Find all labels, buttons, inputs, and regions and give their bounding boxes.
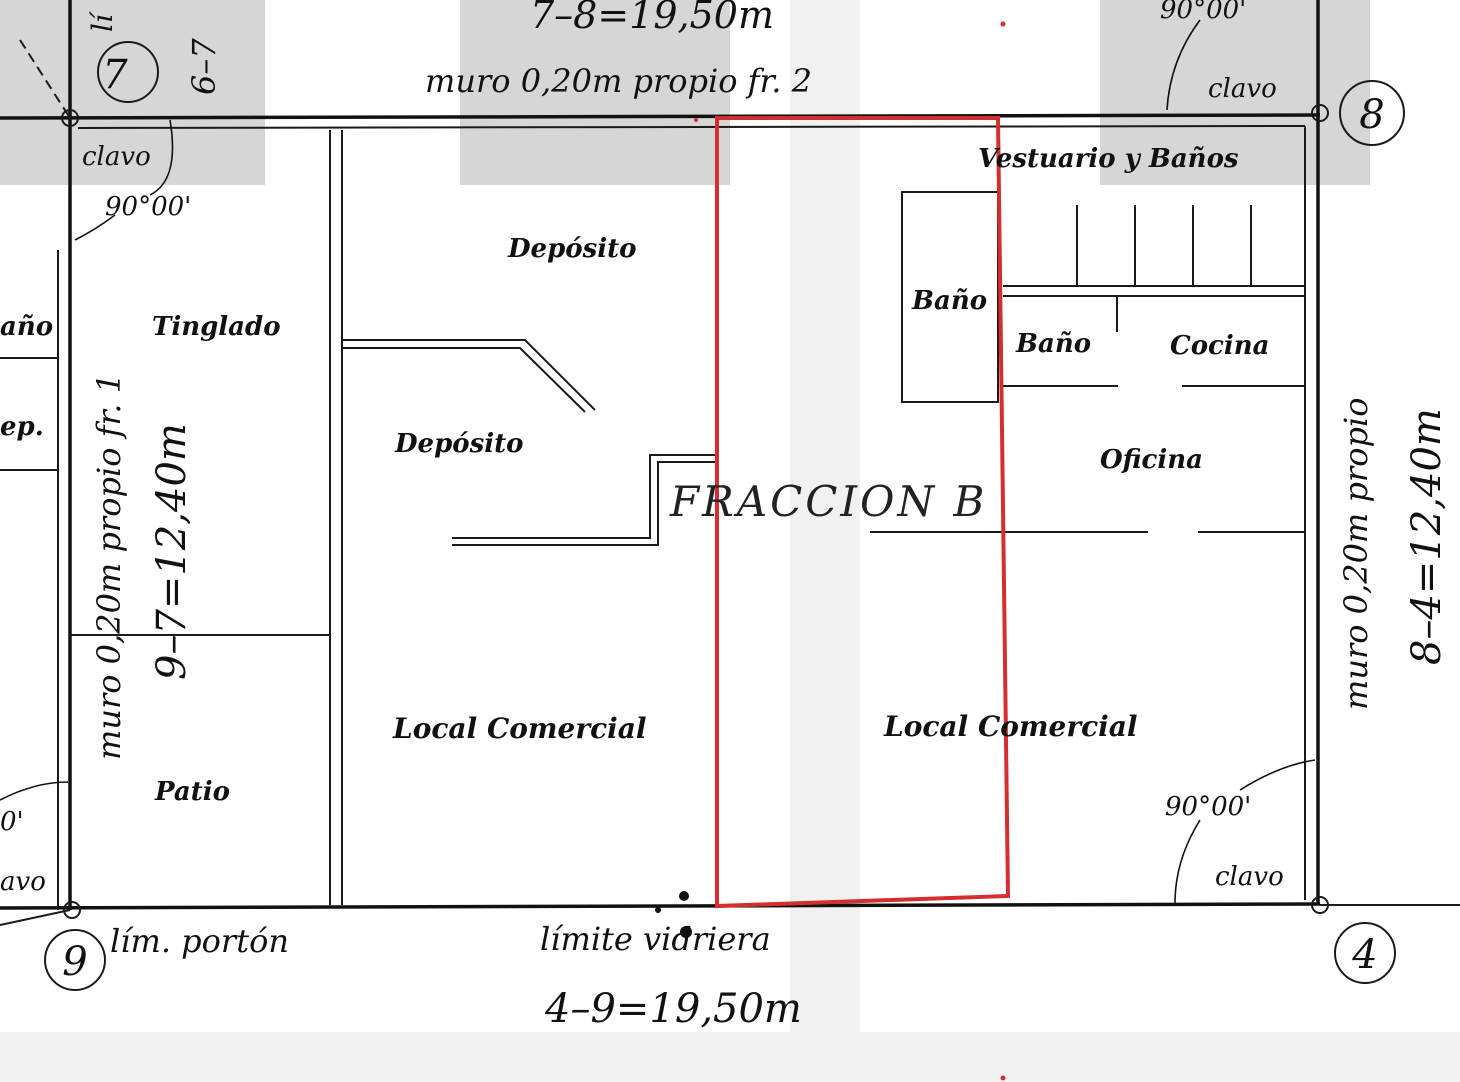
ink-blot-1 [679,891,689,901]
clavo-bottom-left: avo [0,867,46,897]
vertex-label-9: 9 [62,939,87,985]
vertex-point-9 [63,901,81,919]
vertex-circle-4 [1334,922,1396,984]
top-wall-label: muro 0,20m propio fr. 2 [425,62,812,100]
shade-block-mid [460,0,730,185]
room-bano-1: Baño [911,286,987,316]
right-dimension: 8–4=12,40m [1404,408,1450,665]
room-local-comercial-left: Local Comercial [392,712,647,745]
bottom-band [0,1032,1460,1082]
wall-deposito-diag [342,339,596,411]
shade-block-left [0,0,265,185]
vertex-point-4 [1311,896,1329,914]
room-vestuario: Vestuario y Baños [978,144,1239,174]
angle-top-left: 90°00' [105,192,191,222]
vertex-circle-7 [97,41,159,103]
bottom-left-limit: lím. portón [110,922,289,960]
left-wall-label: muro 0,20m propio fr. 1 [90,373,128,760]
bottom-dimension: 4–9=19,50m [544,986,802,1032]
angle-arc-bl [0,781,69,801]
clavo-top-left: clavo [82,142,151,172]
ink-blot-3 [655,907,661,913]
shade-block-right [1100,0,1370,185]
room-deposito-top: Depósito [507,234,636,264]
left-fragment-label-2: lí [86,11,119,32]
left-fragment-label: 6–7 [185,38,223,95]
room-local-comercial-right: Local Comercial [883,710,1138,743]
angle-arrow-br [1174,819,1201,904]
vertex-point-7 [61,109,79,127]
wall-deposito-step [452,454,718,539]
room-left-edge-2: ep. [0,412,44,442]
wall-inner-top [77,125,1306,129]
room-left-edge-1: año [0,312,53,342]
angle-arc-tr [1166,19,1201,111]
bottom-center-limit: límite vidriera [540,920,771,958]
angle-arrow-tl [74,214,116,241]
angle-top-right: 90°00' [1160,0,1246,25]
vertex-label-7: 7 [102,52,128,98]
angle-arc-tl [149,119,174,196]
vertex-point-8 [1311,104,1329,122]
room-cocina: Cocina [1170,331,1270,361]
vertex-circle-8 [1339,80,1405,146]
vertex-circle-9 [44,929,106,991]
angle-bottom-right: 90°00' [1165,792,1251,822]
red-dot-bottom [1000,1075,1006,1081]
angle-bottom-left: 0' [0,807,24,837]
red-dot-top [1000,21,1006,27]
boundary-top [0,113,1321,120]
angle-arc-br [1239,759,1316,791]
room-deposito-mid: Depósito [394,429,523,459]
clavo-bottom-right: clavo [1215,862,1284,892]
room-oficina: Oficina [1100,445,1203,475]
wall-deposito-diag-2 [342,347,586,413]
scan-seam [790,0,860,1032]
ink-blot-2 [680,926,692,938]
clavo-top-right: clavo [1208,74,1277,104]
boundary-bottom [0,902,1321,910]
vertex-label-4: 4 [1351,932,1377,978]
boundary-ext-left [0,909,71,926]
room-bano-2: Baño [1015,329,1091,359]
room-tinglado: Tinglado [152,312,281,342]
room-patio: Patio [154,777,230,807]
fraction-highlight-box [715,116,1011,909]
red-dot-mid [694,118,698,122]
wall-deposito-step-2 [452,461,718,546]
right-wall-label: muro 0,20m propio [1337,398,1375,710]
left-dimension: 9–7=12,40m [149,423,195,680]
vertex-label-8: 8 [1359,92,1384,138]
wall-bano-box [901,191,999,403]
top-dimension: 7–8=19,50m [530,0,774,37]
fraction-label: FRACCION B [669,477,987,526]
